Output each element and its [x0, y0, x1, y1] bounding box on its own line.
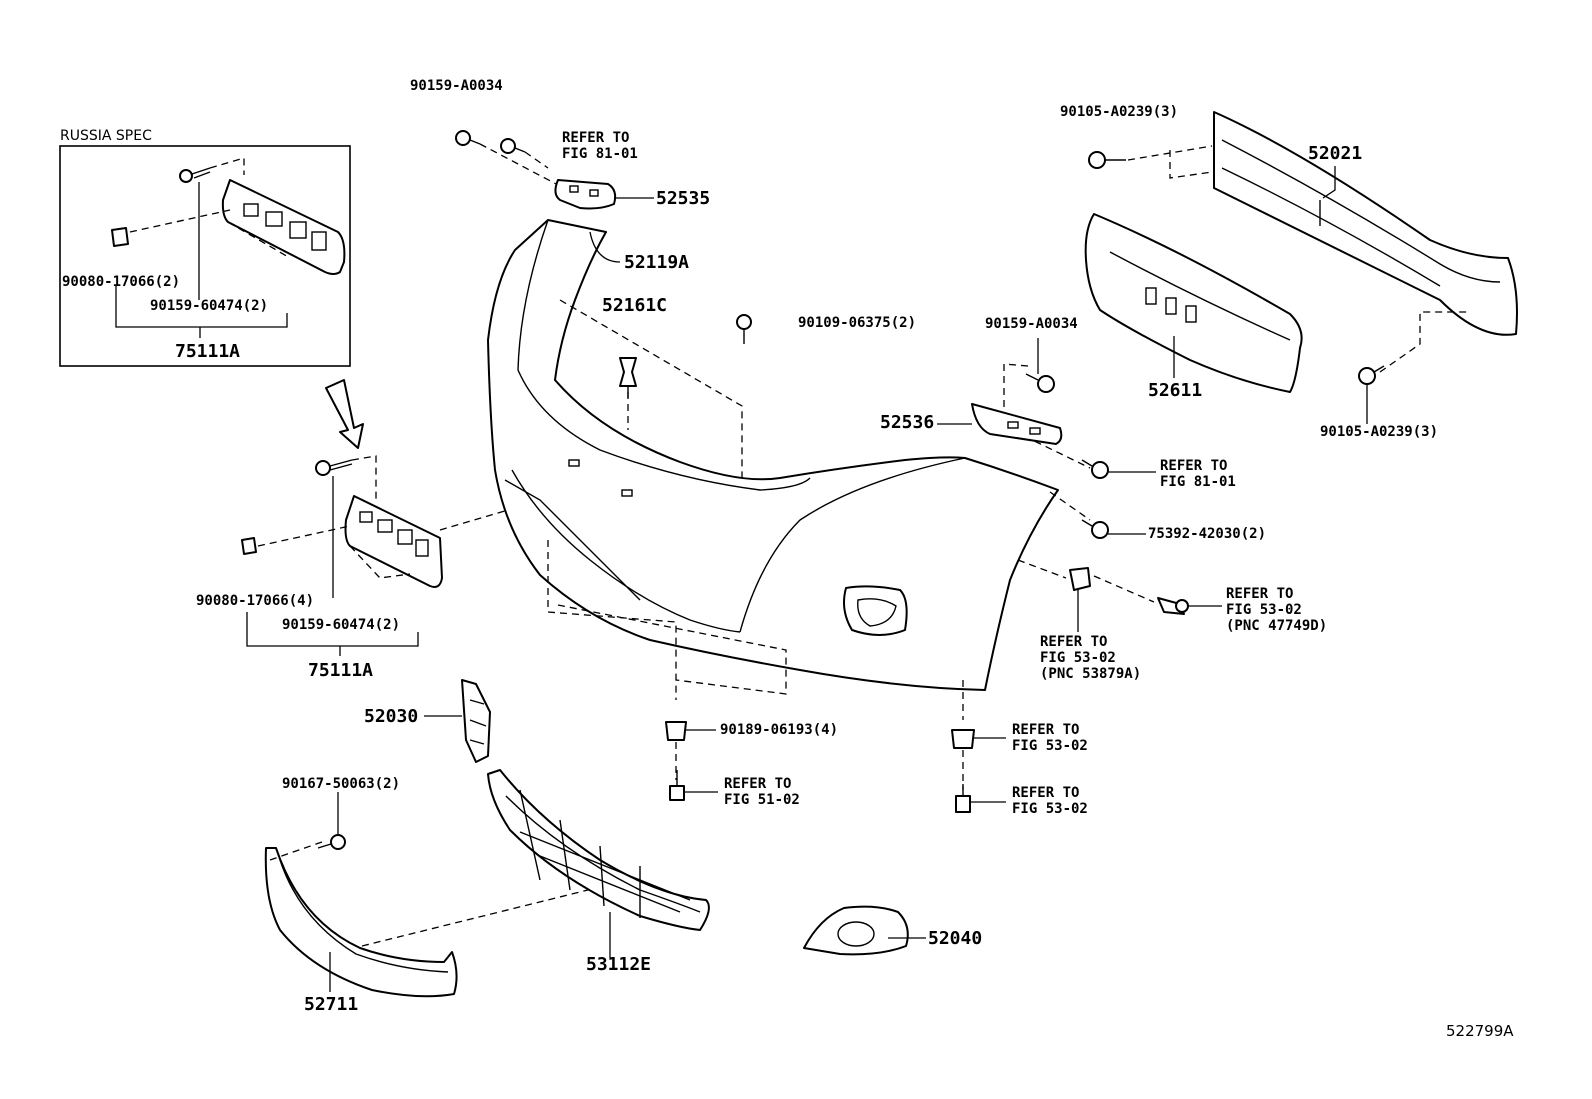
main-plate-bracket — [344, 495, 443, 588]
label-52611: 52611 — [1148, 380, 1203, 401]
label-52119A: 52119A — [624, 252, 690, 273]
inset-screw — [179, 167, 211, 183]
label-90159-60474-inset: 90159-60474(2) — [150, 298, 269, 314]
bracket-52535 — [554, 179, 617, 210]
reinforcement-52021 — [1213, 111, 1518, 336]
russia-spec-box — [59, 145, 351, 367]
main-plate-screw — [315, 459, 353, 476]
inset-clip — [111, 227, 129, 247]
label-52161C: 52161C — [602, 295, 668, 316]
label-90159-A0034-top: 90159-A0034 — [410, 78, 503, 94]
inset-title: RUSSIA SPEC — [60, 128, 152, 144]
screw-90167-50063 — [317, 834, 346, 850]
label-90159-A0034-mid: 90159-A0034 — [985, 316, 1078, 332]
screw-refer-51 — [669, 770, 685, 801]
bracket-52536 — [971, 403, 1063, 445]
side-bracket-52030 — [461, 679, 491, 763]
screw-refer-53-b — [955, 784, 971, 813]
bumper-cover — [487, 219, 1059, 691]
label-90105-A0239-bottom: 90105-A0239(3) — [1320, 424, 1439, 440]
retainer-53879A — [1069, 567, 1091, 591]
label-53112E: 53112E — [586, 954, 652, 975]
clip-52161C — [619, 357, 637, 398]
label-52535: 52535 — [656, 188, 711, 209]
label-90159-60474: 90159-60474(2) — [282, 617, 401, 633]
bolt-refer-81-mid — [1081, 459, 1109, 479]
label-90167-50063: 90167-50063(2) — [282, 776, 401, 792]
fog-cover-52040 — [803, 905, 909, 956]
bolt-90105-bottom — [1358, 365, 1385, 385]
label-90080-17066-inset: 90080-17066(2) — [62, 274, 181, 290]
label-52021: 52021 — [1308, 143, 1363, 164]
label-52030: 52030 — [364, 706, 419, 727]
diagram-id: 522799A — [1446, 1022, 1514, 1040]
nut-75392-42030 — [1081, 519, 1109, 539]
bolt-90159-A0034-mid — [1025, 373, 1055, 393]
label-75111A-inset: 75111A — [175, 341, 241, 362]
label-52040: 52040 — [928, 928, 983, 949]
inset-plate-bracket — [221, 179, 346, 275]
label-75111A: 75111A — [308, 660, 374, 681]
clip-90189-06193 — [665, 721, 687, 741]
bolt-refer-81-top — [500, 138, 526, 154]
bolt-90105-top — [1088, 151, 1126, 169]
clip-47749D — [1157, 597, 1189, 615]
clip-refer-53-a — [951, 729, 975, 749]
label-90105-A0239-top: 90105-A0239(3) — [1060, 104, 1179, 120]
label-90109-06375: 90109-06375(2) — [798, 315, 917, 331]
inset-arrow — [325, 379, 364, 449]
main-plate-clip — [241, 537, 257, 555]
label-52536: 52536 — [880, 412, 935, 433]
label-90189-06193: 90189-06193(4) — [720, 722, 839, 738]
screw-90109-06375 — [736, 314, 752, 344]
bolt-90159-A0034-top — [455, 130, 481, 146]
absorber-52611 — [1084, 213, 1303, 393]
lower-lip-52711 — [264, 847, 458, 998]
grille-53112E — [487, 769, 710, 931]
label-90080-17066: 90080-17066(4) — [196, 593, 315, 609]
label-52711: 52711 — [304, 994, 359, 1015]
label-75392-42030: 75392-42030(2) — [1148, 526, 1267, 542]
